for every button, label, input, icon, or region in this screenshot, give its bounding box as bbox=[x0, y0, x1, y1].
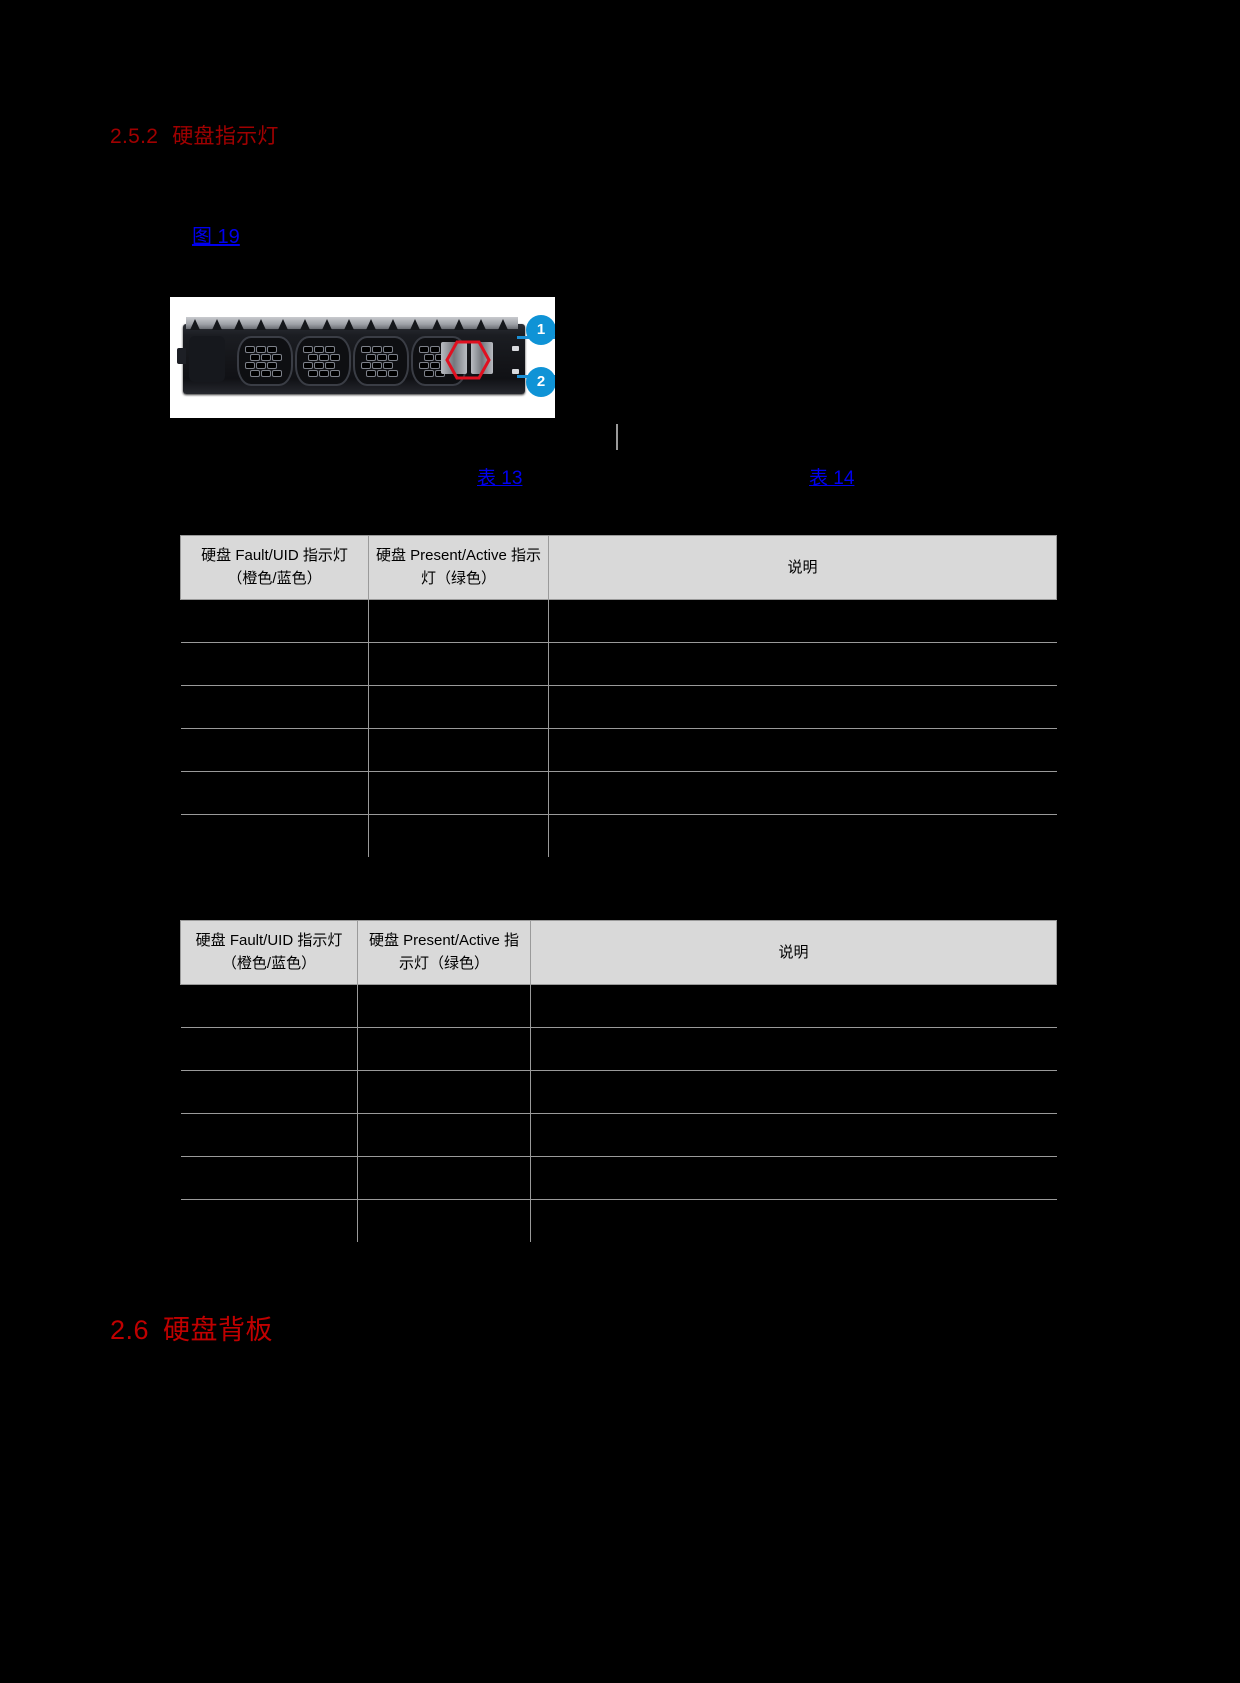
cell-present-active bbox=[357, 1113, 531, 1157]
cell-present-active bbox=[357, 1156, 531, 1200]
table-row bbox=[180, 814, 1057, 857]
tray-latch bbox=[177, 348, 186, 364]
cell-fault-uid bbox=[180, 1156, 358, 1200]
cell-description bbox=[530, 1027, 1057, 1071]
figure-19-link[interactable]: 图 19 bbox=[192, 226, 240, 248]
column-header-description: 说明 bbox=[530, 920, 1057, 985]
cell-fault-uid bbox=[180, 1027, 358, 1071]
table-row bbox=[180, 728, 1057, 772]
red-hex-marker bbox=[445, 340, 491, 380]
cell-description bbox=[530, 1156, 1057, 1200]
cell-fault-uid bbox=[180, 984, 358, 1028]
cell-fault-uid bbox=[180, 728, 369, 772]
cell-fault-uid bbox=[180, 685, 369, 729]
cell-present-active bbox=[357, 1027, 531, 1071]
section-title: 硬盘指示灯 bbox=[172, 125, 279, 148]
tray-teeth bbox=[186, 319, 518, 331]
column-header-fault-uid: 硬盘 Fault/UID 指示灯（橙色/蓝色） bbox=[180, 920, 358, 985]
cell-description bbox=[548, 814, 1057, 857]
cell-fault-uid bbox=[180, 1113, 358, 1157]
table-row bbox=[180, 1156, 1057, 1200]
section-number: 2.6 bbox=[110, 1315, 150, 1345]
cell-description bbox=[548, 685, 1057, 729]
table-row bbox=[180, 599, 1057, 643]
cell-description bbox=[530, 984, 1057, 1028]
honeycomb-mesh bbox=[361, 346, 401, 377]
cell-present-active bbox=[368, 814, 549, 857]
revision-change-bar bbox=[616, 424, 618, 450]
cell-description bbox=[530, 1113, 1057, 1157]
section-heading-2-6: 2.6 硬盘背板 bbox=[110, 1308, 273, 1347]
cell-fault-uid bbox=[180, 599, 369, 643]
table-header-row: 硬盘 Fault/UID 指示灯（橙色/蓝色） 硬盘 Present/Activ… bbox=[180, 535, 1057, 600]
table-row bbox=[180, 1199, 1057, 1242]
section-title: 硬盘背板 bbox=[163, 1315, 274, 1345]
section-number: 2.5.2 bbox=[110, 125, 159, 148]
table-row bbox=[180, 984, 1057, 1028]
honeycomb-mesh bbox=[303, 346, 343, 377]
column-header-description: 说明 bbox=[548, 535, 1057, 600]
table-header-row: 硬盘 Fault/UID 指示灯（橙色/蓝色） 硬盘 Present/Activ… bbox=[180, 920, 1057, 985]
vent-block bbox=[295, 336, 351, 386]
honeycomb-mesh bbox=[419, 346, 459, 377]
cell-present-active bbox=[357, 1070, 531, 1114]
tray-handle-face bbox=[189, 336, 225, 382]
cell-present-active bbox=[368, 728, 549, 772]
table-14: 硬盘 Fault/UID 指示灯（橙色/蓝色） 硬盘 Present/Activ… bbox=[180, 920, 1057, 1242]
table-row bbox=[180, 1113, 1057, 1157]
section-heading-2-5-2: 2.5.2 硬盘指示灯 bbox=[110, 120, 279, 150]
vent-block bbox=[353, 336, 409, 386]
cell-fault-uid bbox=[180, 814, 369, 857]
cell-description bbox=[548, 599, 1057, 643]
table-row bbox=[180, 642, 1057, 686]
table-14-link[interactable]: 表 14 bbox=[809, 468, 855, 489]
cell-fault-uid bbox=[180, 1070, 358, 1114]
table-13: 硬盘 Fault/UID 指示灯（橙色/蓝色） 硬盘 Present/Activ… bbox=[180, 535, 1057, 857]
cell-present-active bbox=[357, 1199, 531, 1242]
fault-uid-led bbox=[512, 346, 519, 351]
table-13-link[interactable]: 表 13 bbox=[477, 468, 523, 489]
cell-present-active bbox=[357, 984, 531, 1028]
cell-present-active bbox=[368, 685, 549, 729]
cell-description bbox=[548, 728, 1057, 772]
cell-present-active bbox=[368, 599, 549, 643]
column-header-present-active: 硬盘 Present/Active 指示灯（绿色） bbox=[368, 535, 549, 600]
cell-present-active bbox=[368, 642, 549, 686]
cell-description bbox=[548, 642, 1057, 686]
present-active-led bbox=[512, 369, 519, 374]
table-row bbox=[180, 1027, 1057, 1071]
cell-description bbox=[530, 1199, 1057, 1242]
cell-fault-uid bbox=[180, 642, 369, 686]
cell-fault-uid bbox=[180, 771, 369, 815]
cell-fault-uid bbox=[180, 1199, 358, 1242]
honeycomb-mesh bbox=[245, 346, 285, 377]
column-header-present-active: 硬盘 Present/Active 指示灯（绿色） bbox=[357, 920, 531, 985]
cell-description bbox=[530, 1070, 1057, 1114]
vent-block bbox=[237, 336, 293, 386]
cell-description bbox=[548, 771, 1057, 815]
table-row bbox=[180, 1070, 1057, 1114]
cell-present-active bbox=[368, 771, 549, 815]
drive-tray-body bbox=[177, 324, 525, 394]
hard-drive-tray-figure: 1 2 bbox=[170, 297, 555, 418]
callout-marker-2: 2 bbox=[526, 367, 555, 397]
table-row bbox=[180, 771, 1057, 815]
table-row bbox=[180, 685, 1057, 729]
column-header-fault-uid: 硬盘 Fault/UID 指示灯（橙色/蓝色） bbox=[180, 535, 369, 600]
power-connector bbox=[471, 342, 493, 374]
callout-marker-1: 1 bbox=[526, 315, 555, 345]
